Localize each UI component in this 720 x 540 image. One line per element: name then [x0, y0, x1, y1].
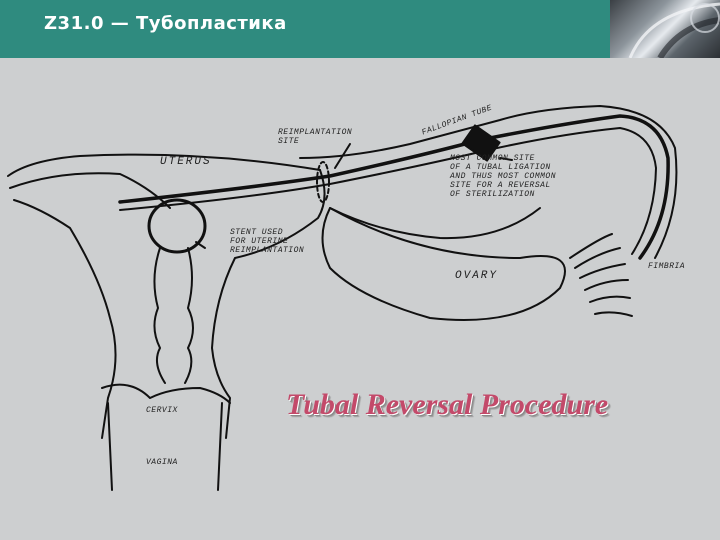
vagina-label: VAGINA	[146, 458, 178, 467]
slide-body: UTERUS REIMPLANTATION SITE FALLOPIAN TUB…	[0, 58, 720, 540]
slide-header: Z31.0 — Тубопластика	[0, 0, 720, 58]
stent-label: STENT USED FOR UTERINE REIMPLANTATION	[230, 228, 305, 255]
ovary-label: OVARY	[455, 270, 499, 282]
cervix-label: CERVIX	[146, 406, 178, 415]
uterus-label: UTERUS	[160, 156, 212, 168]
decorative-corner-graphic	[610, 0, 720, 58]
reimplantation-site-label: REIMPLANTATION SITE	[278, 128, 353, 146]
fimbria-label: FIMBRIA	[648, 262, 686, 271]
slide-title: Z31.0 — Тубопластика	[44, 13, 287, 34]
procedure-caption: Tubal Reversal Procedure	[286, 388, 609, 421]
reproductive-anatomy-illustration	[7, 105, 678, 491]
most-common-site-label: MOST COMMON SITE OF A TUBAL LIGATION AND…	[450, 154, 557, 199]
